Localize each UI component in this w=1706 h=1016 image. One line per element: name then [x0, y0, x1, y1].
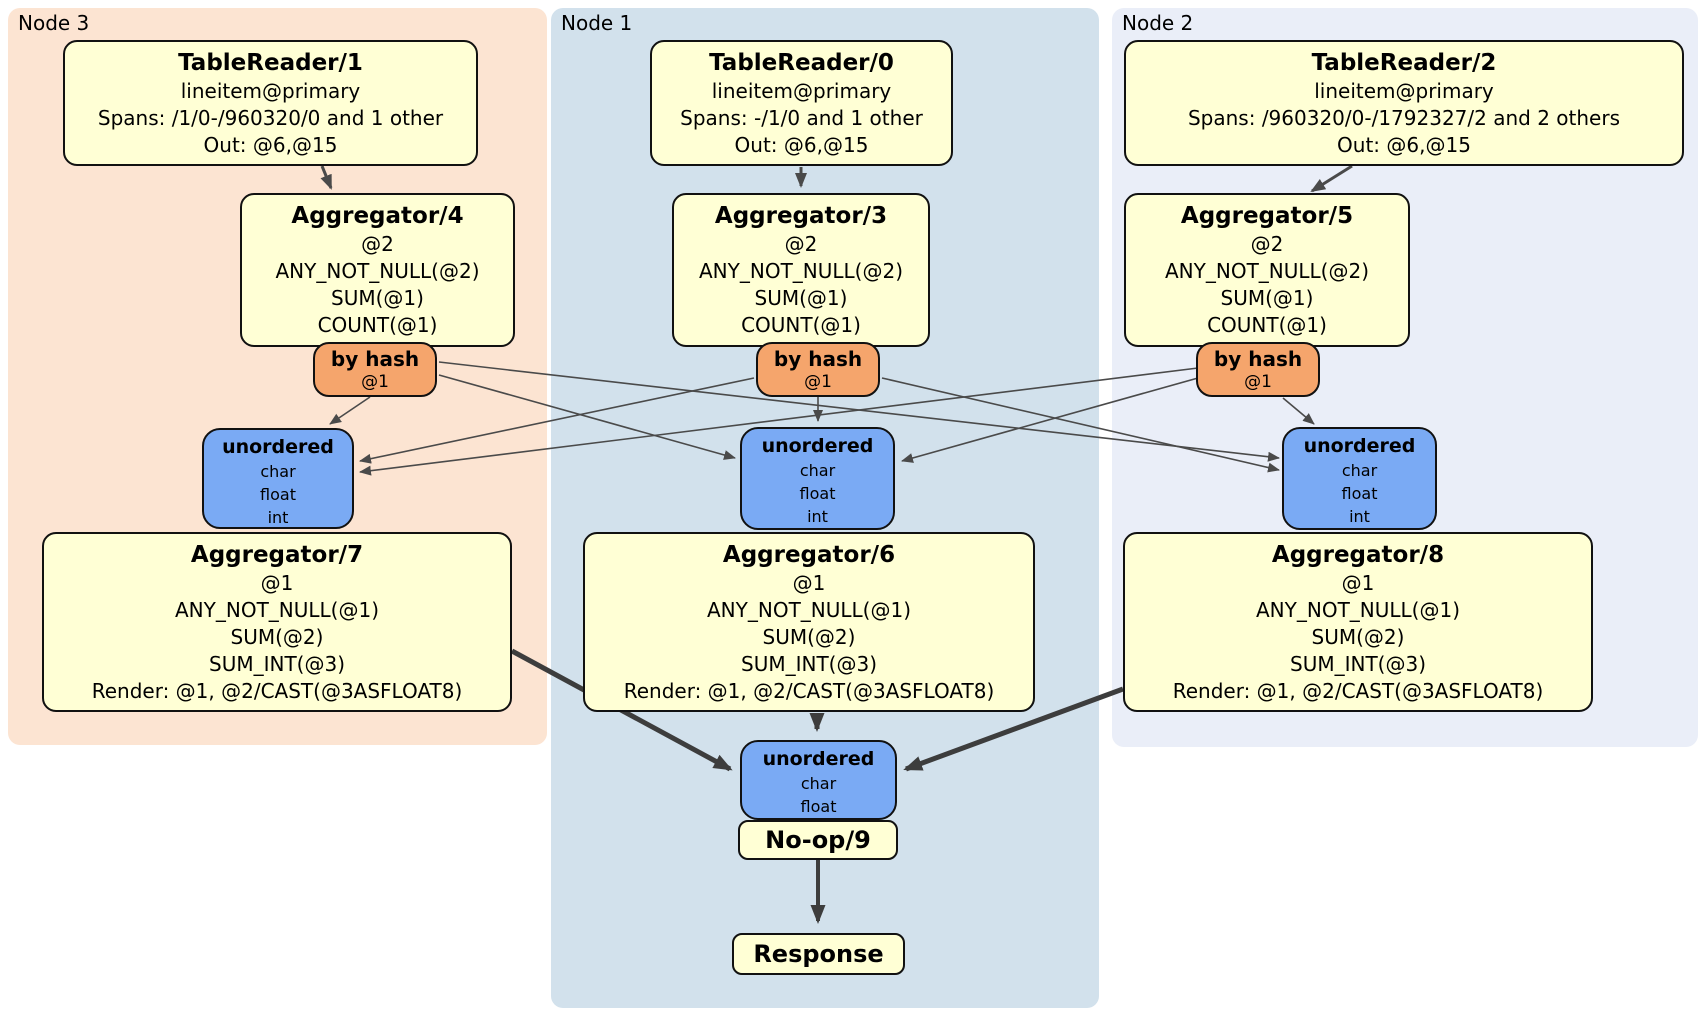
hash-router-node3: by hash @1: [313, 342, 437, 397]
sync-node1-col1: char: [799, 461, 836, 480]
aggregator-5-box: Aggregator/5 @2 ANY_NOT_NULL(@2) SUM(@1)…: [1124, 193, 1410, 347]
aggregator-5-title: Aggregator/5: [1180, 203, 1354, 229]
response-box: Response: [732, 933, 905, 975]
edge-hash2-sync3: [359, 367, 1199, 476]
aggregator-5-group: @2: [1250, 232, 1284, 256]
aggregator-4-group: @2: [361, 232, 394, 256]
sync-node1-col2: float: [799, 484, 836, 503]
tablereader-2-title: TableReader/2: [1311, 50, 1497, 76]
tablereader-1-title: TableReader/1: [178, 50, 363, 76]
tablereader-1-out: Out: @6,@15: [203, 133, 338, 157]
aggregator-6-render: Render: @1, @2/CAST(@3ASFLOAT8): [623, 679, 995, 703]
sync-node1-col3: int: [807, 507, 828, 526]
sync-final-col1: char: [800, 774, 837, 793]
aggregator-6-fn2: SUM(@2): [762, 625, 856, 649]
response-title: Response: [753, 940, 884, 968]
noop-9-title: No-op/9: [765, 826, 871, 854]
edge-hash3-sync1: [438, 374, 736, 460]
aggregator-7-box: Aggregator/7 @1 ANY_NOT_NULL(@1) SUM(@2)…: [42, 532, 512, 712]
tablereader-2-out: Out: @6,@15: [1337, 133, 1471, 157]
aggregator-3-title: Aggregator/3: [714, 203, 888, 229]
aggregator-4-title: Aggregator/4: [291, 203, 464, 229]
aggregator-7-group: @1: [260, 571, 294, 595]
sync-node2-col1: char: [1341, 461, 1378, 480]
aggregator-8-group: @1: [1341, 571, 1375, 595]
aggregator-4-box: Aggregator/4 @2 ANY_NOT_NULL(@2) SUM(@1)…: [240, 193, 515, 347]
aggregator-7-fn1: ANY_NOT_NULL(@1): [175, 598, 379, 622]
hash-router-node3-key: @1: [361, 372, 389, 392]
aggregator-7-render: Render: @1, @2/CAST(@3ASFLOAT8): [91, 679, 463, 703]
tablereader-0-title: TableReader/0: [709, 50, 894, 76]
sync-unordered-node3: unordered char float int: [202, 428, 354, 529]
edge-hash2-sync1: [901, 377, 1199, 463]
hash-router-node1: by hash @1: [756, 342, 880, 397]
sync-unordered-node1-label: unordered: [761, 435, 874, 457]
aggregator-3-fn2: SUM(@1): [754, 286, 848, 310]
sync-node3-col2: float: [260, 485, 296, 504]
node2-label: Node 2: [1122, 11, 1194, 35]
aggregator-3-fn3: COUNT(@1): [741, 313, 861, 337]
edge-hash3-sync3: [329, 396, 371, 425]
aggregator-5-fn1: ANY_NOT_NULL(@2): [1165, 259, 1369, 283]
sync-unordered-node3-label: unordered: [222, 436, 334, 458]
hash-router-node2-key: @1: [1244, 372, 1272, 392]
aggregator-7-fn3: SUM_INT(@3): [209, 652, 345, 676]
hash-router-node1-label: by hash: [773, 347, 863, 371]
node1-label: Node 1: [561, 11, 633, 35]
aggregator-6-group: @1: [792, 571, 826, 595]
aggregator-8-render: Render: @1, @2/CAST(@3ASFLOAT8): [1172, 679, 1544, 703]
noop-9-box: No-op/9: [738, 820, 898, 860]
tablereader-1-spans: Spans: /1/0-/960320/0 and 1 other: [97, 106, 444, 130]
edge-tr2-agg5: [1310, 164, 1353, 193]
aggregator-3-box: Aggregator/3 @2 ANY_NOT_NULL(@2) SUM(@1)…: [672, 193, 930, 347]
aggregator-6-fn1: ANY_NOT_NULL(@1): [707, 598, 911, 622]
sync-unordered-node1: unordered char float int: [740, 427, 895, 530]
aggregator-5-fn3: COUNT(@1): [1207, 313, 1327, 337]
tablereader-2-index: lineitem@primary: [1314, 79, 1494, 103]
tablereader-2-box: TableReader/2 lineitem@primary Spans: /9…: [1124, 40, 1684, 166]
aggregator-5-fn2: SUM(@1): [1220, 286, 1314, 310]
edge-agg8-finalsync: [903, 686, 1124, 772]
tablereader-0-spans: Spans: -/1/0 and 1 other: [680, 106, 923, 130]
hash-router-node1-key: @1: [804, 372, 832, 392]
sync-node3-col3: int: [267, 508, 289, 527]
tablereader-0-box: TableReader/0 lineitem@primary Spans: -/…: [650, 40, 953, 166]
sync-unordered-final: unordered char float: [740, 740, 897, 820]
edge-hash2-sync2: [1282, 397, 1315, 425]
sync-final-label: unordered: [762, 748, 875, 770]
edge-hash1-sync2: [881, 377, 1280, 473]
aggregator-6-box: Aggregator/6 @1 ANY_NOT_NULL(@1) SUM(@2)…: [583, 532, 1035, 712]
tablereader-0-out: Out: @6,@15: [734, 133, 869, 157]
sync-unordered-node2: unordered char float int: [1282, 427, 1437, 530]
sync-final-col2: float: [800, 797, 837, 816]
aggregator-4-fn3: COUNT(@1): [317, 313, 438, 337]
edge-hash1-sync3: [359, 377, 755, 464]
sync-node2-col2: float: [1341, 484, 1378, 503]
aggregator-8-fn1: ANY_NOT_NULL(@1): [1256, 598, 1460, 622]
tablereader-2-spans: Spans: /960320/0-/1792327/2 and 2 others: [1187, 106, 1620, 130]
hash-router-node2-label: by hash: [1213, 347, 1303, 371]
tablereader-1-box: TableReader/1 lineitem@primary Spans: /1…: [63, 40, 478, 166]
sync-node2-col3: int: [1349, 507, 1370, 526]
aggregator-7-fn2: SUM(@2): [230, 625, 324, 649]
aggregator-6-fn3: SUM_INT(@3): [741, 652, 877, 676]
aggregator-8-box: Aggregator/8 @1 ANY_NOT_NULL(@1) SUM(@2)…: [1123, 532, 1593, 712]
sync-node3-col1: char: [260, 462, 296, 481]
hash-router-node2: by hash @1: [1196, 342, 1320, 397]
aggregator-3-group: @2: [784, 232, 818, 256]
aggregator-4-fn1: ANY_NOT_NULL(@2): [275, 259, 480, 283]
node3-label: Node 3: [18, 11, 90, 35]
aggregator-6-title: Aggregator/6: [722, 542, 896, 568]
aggregator-4-fn2: SUM(@1): [331, 286, 424, 310]
aggregator-8-fn2: SUM(@2): [1311, 625, 1405, 649]
aggregator-8-title: Aggregator/8: [1271, 542, 1445, 568]
tablereader-1-index: lineitem@primary: [180, 79, 361, 103]
sync-unordered-node2-label: unordered: [1303, 435, 1416, 457]
edge-tr1-agg4: [320, 165, 333, 190]
aggregator-3-fn1: ANY_NOT_NULL(@2): [699, 259, 903, 283]
aggregator-7-title: Aggregator/7: [190, 542, 364, 568]
hash-router-node3-label: by hash: [330, 347, 420, 371]
aggregator-8-fn3: SUM_INT(@3): [1290, 652, 1426, 676]
tablereader-0-index: lineitem@primary: [711, 79, 892, 103]
